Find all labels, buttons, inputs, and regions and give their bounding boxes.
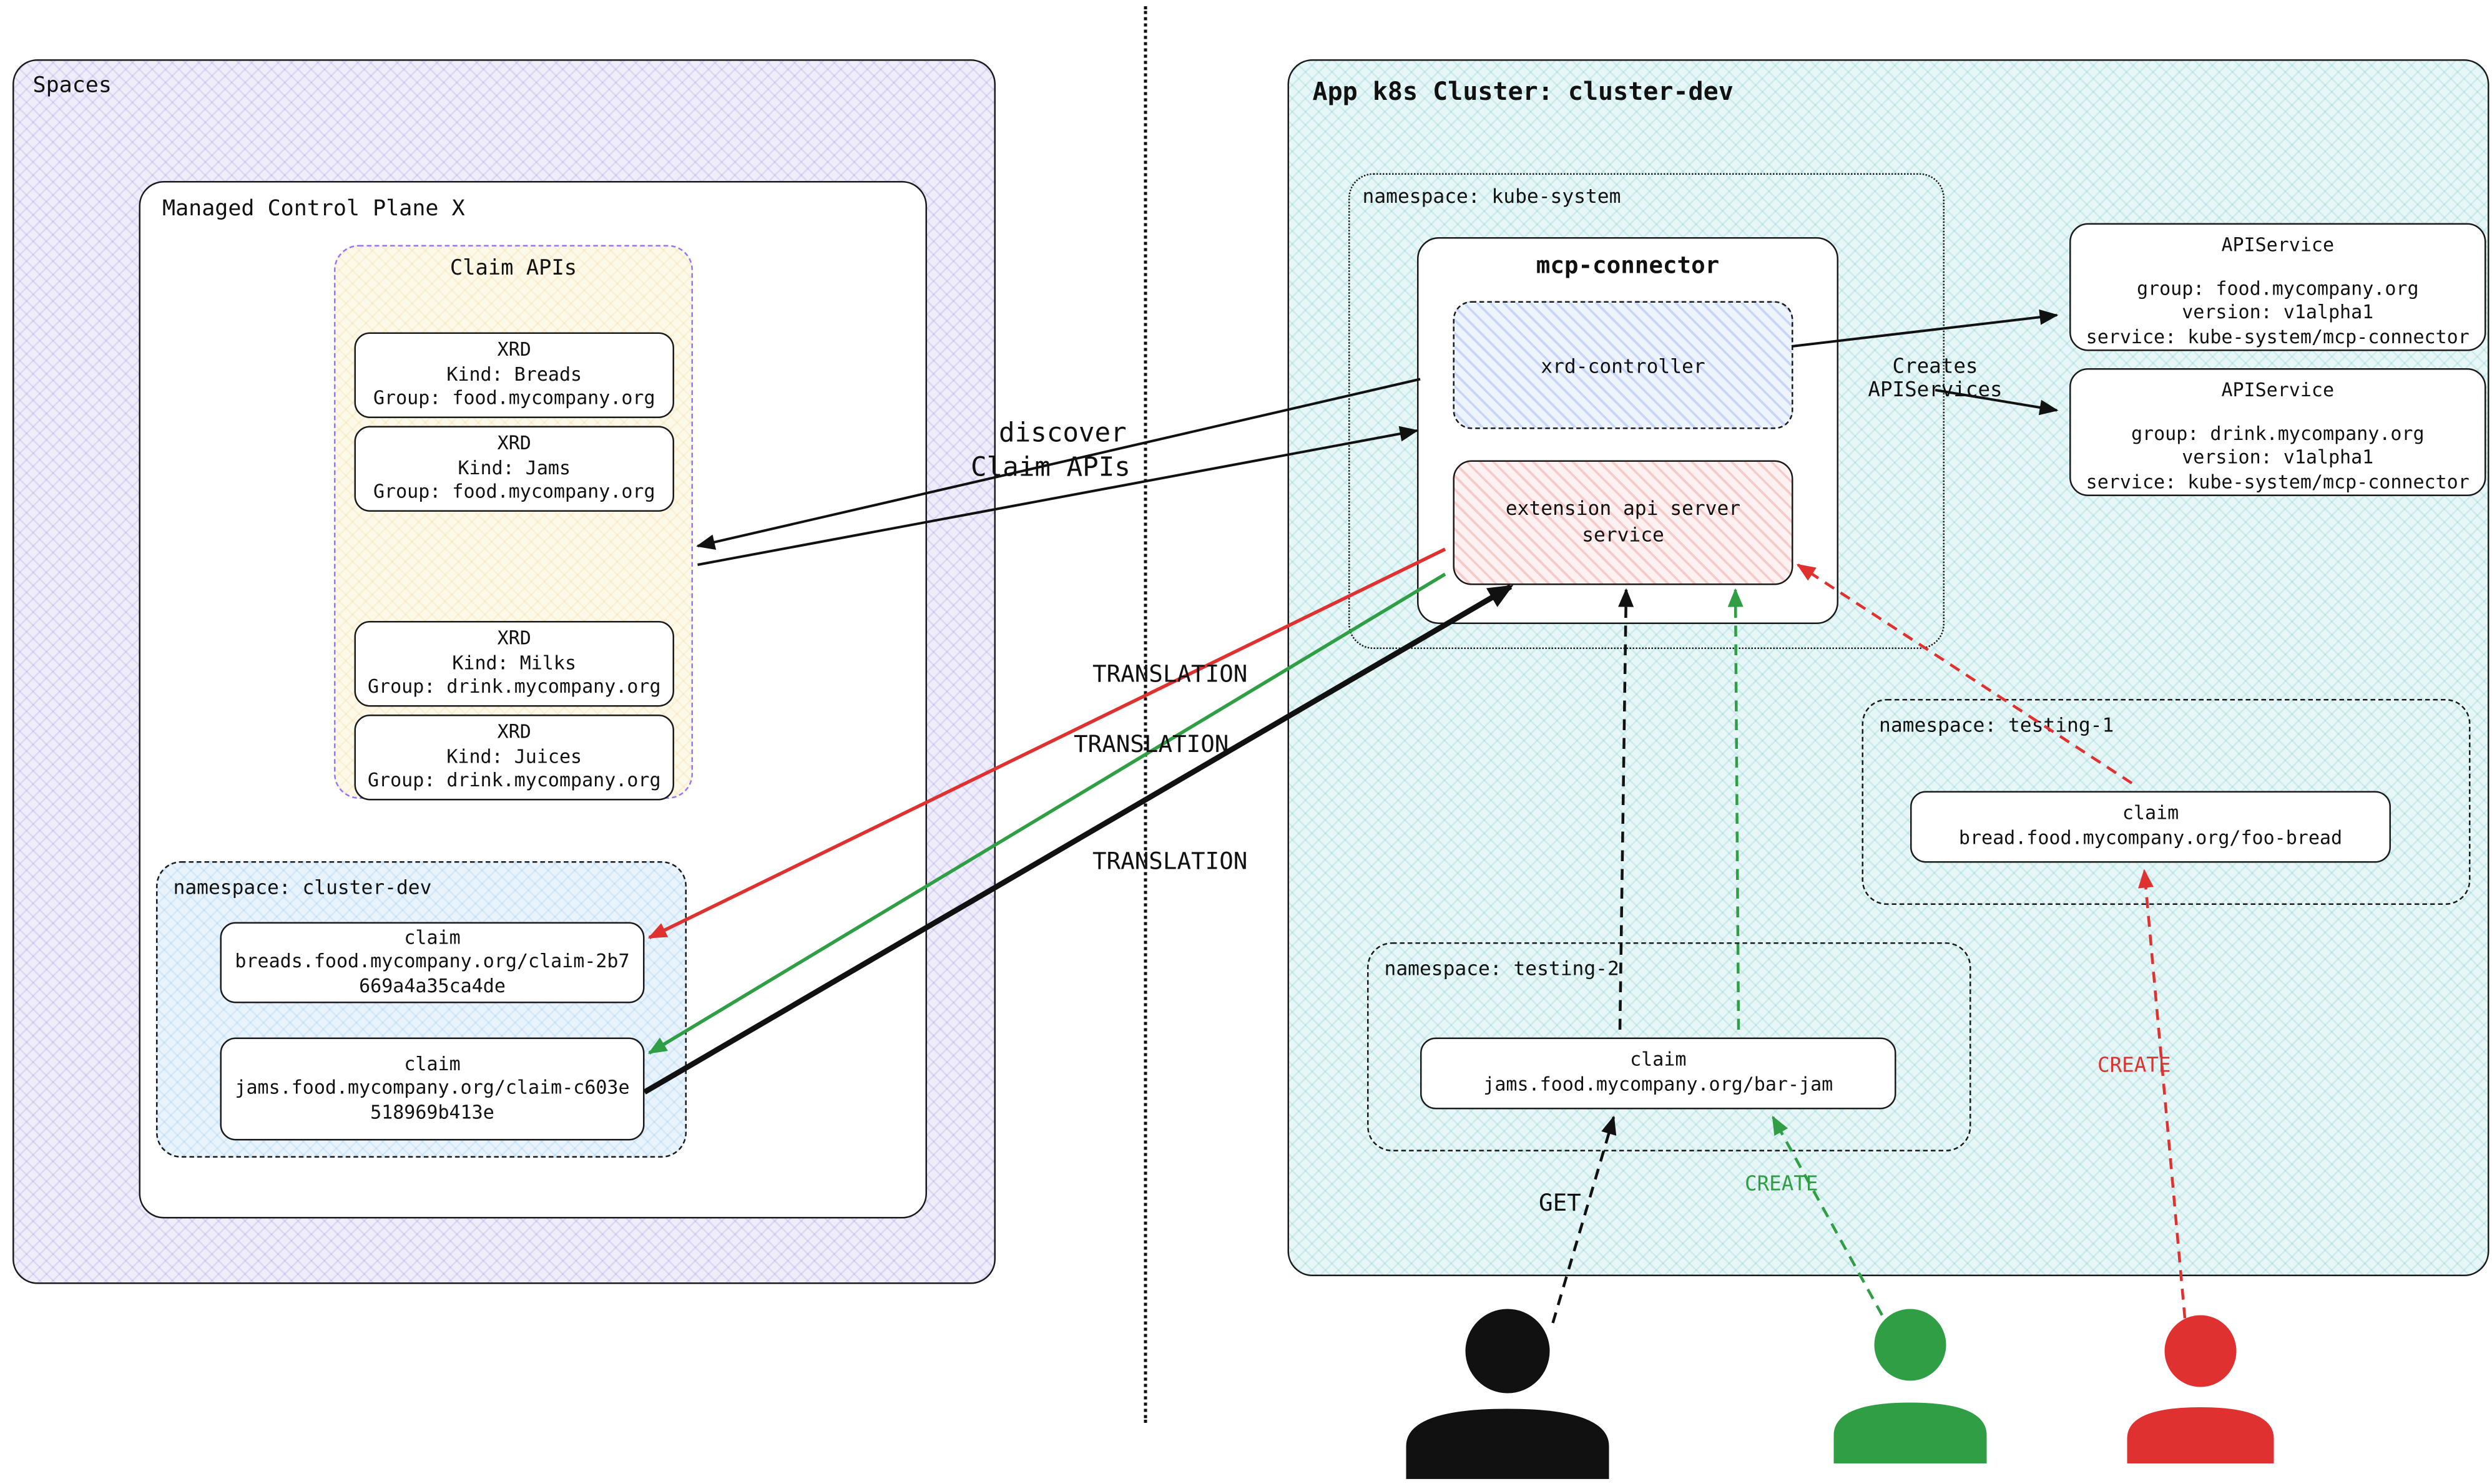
claim-title: claim [2122, 803, 2179, 825]
spaces-container: Spaces Managed Control Plane X Claim API… [12, 59, 996, 1284]
xrd-group: Group: drink.mycompany.org [367, 676, 661, 698]
apiservice-version: version: v1alpha1 [2182, 301, 2374, 323]
apiservice-title: APIService [2221, 234, 2335, 256]
cluster-box: App k8s Cluster: cluster-dev namespace: … [1287, 59, 2490, 1276]
mcp-connector-title: mcp-connector [1536, 251, 1720, 280]
extension-api-line2: service [1582, 522, 1664, 547]
apiservice-group: group: drink.mycompany.org [2131, 422, 2425, 444]
claim-title: claim [404, 1052, 461, 1075]
cluster-title: App k8s Cluster: cluster-dev [1312, 76, 1734, 107]
claim-title: claim [404, 926, 461, 949]
control-plane-title: Managed Control Plane X [162, 197, 465, 222]
xrd-controller-label: xrd-controller [1541, 353, 1705, 377]
namespace-cluster-dev-box: namespace: cluster-dev claim breads.food… [156, 861, 687, 1158]
apiservice-group: group: food.mycompany.org [2136, 276, 2419, 299]
create-label-green: CREATE [1745, 1173, 1818, 1197]
claim-name: breads.food.mycompany.org/claim-2b7669a4… [235, 950, 630, 997]
apiservice-version: version: v1alpha1 [2182, 446, 2374, 469]
extension-api-server-box: extension api server service [1453, 460, 1793, 585]
xrd-group: Group: food.mycompany.org [373, 481, 655, 503]
claim-apis-box: Claim APIs XRD Kind: Breads Group: food.… [334, 245, 693, 801]
xrd-group: Group: food.mycompany.org [373, 387, 655, 409]
apiservice-title: APIService [2221, 379, 2335, 401]
translation-label-3: TRANSLATION [1092, 847, 1248, 876]
xrd-card-milks: XRD Kind: Milks Group: drink.mycompany.o… [354, 621, 674, 707]
claim-card-bar-jam: claim jams.food.mycompany.org/bar-jam [1420, 1037, 1896, 1110]
xrd-kind: Kind: Breads [446, 363, 582, 385]
namespace-testing-2-box: namespace: testing-2 claim jams.food.myc… [1367, 942, 1971, 1151]
xrd-card-jams: XRD Kind: Jams Group: food.mycompany.org [354, 426, 674, 512]
namespace-testing-1-box: namespace: testing-1 claim bread.food.my… [1862, 699, 2471, 905]
translation-label-2: TRANSLATION [1074, 730, 1229, 758]
xrd-kind: Kind: Jams [458, 456, 571, 479]
create-label-red: CREATE [2097, 1055, 2171, 1078]
xrd-group: Group: drink.mycompany.org [367, 769, 661, 792]
apiservice-service: service: kube-system/mcp-connector [2086, 471, 2470, 493]
namespace-cluster-dev-label: namespace: cluster-dev [173, 875, 432, 899]
namespace-kube-system-box: namespace: kube-system mcp-connector xrd… [1348, 173, 1945, 649]
claim-card-breads: claim breads.food.mycompany.org/claim-2b… [220, 922, 645, 1003]
claim-card-jams: claim jams.food.mycompany.org/claim-c603… [220, 1037, 645, 1141]
namespace-testing-2-label: namespace: testing-2 [1384, 956, 1619, 980]
spaces-label: Spaces [32, 73, 112, 99]
xrd-kind: Kind: Juices [446, 745, 582, 768]
xrd-kind: Kind: Milks [452, 652, 577, 674]
claim-card-foo-bread: claim bread.food.mycompany.org/foo-bread [1910, 791, 2391, 863]
apiservice-card-food: APIService group: food.mycompany.org ver… [2069, 223, 2486, 351]
person-black-figure [1406, 1309, 1609, 1479]
xrd-title: XRD [497, 432, 531, 454]
xrd-title: XRD [497, 721, 531, 743]
xrd-card-breads: XRD Kind: Breads Group: food.mycompany.o… [354, 332, 674, 418]
claim-name: jams.food.mycompany.org/bar-jam [1483, 1073, 1833, 1095]
get-label: GET [1539, 1189, 1581, 1217]
translation-label-1: TRANSLATION [1092, 660, 1248, 688]
namespace-testing-1-label: namespace: testing-1 [1879, 713, 2114, 737]
apiservice-card-drink: APIService group: drink.mycompany.org ve… [2069, 368, 2486, 496]
divider-line [1144, 6, 1147, 1423]
control-plane-box: Managed Control Plane X Claim APIs XRD K… [139, 181, 927, 1219]
xrd-card-juices: XRD Kind: Juices Group: drink.mycompany.… [354, 715, 674, 801]
creates-apiservices-label: Creates APIServices [1868, 356, 2003, 403]
xrd-title: XRD [497, 627, 531, 650]
claim-name: jams.food.mycompany.org/claim-c603e51896… [235, 1076, 630, 1123]
claim-apis-title: Claim APIs [449, 256, 577, 281]
discover-label-line2: Claim APIs [971, 452, 1131, 484]
claim-name: bread.food.mycompany.org/foo-bread [1958, 827, 2343, 849]
apiservice-service: service: kube-system/mcp-connector [2086, 325, 2470, 348]
namespace-kube-system-label: namespace: kube-system [1362, 184, 1621, 208]
person-green-figure [1833, 1309, 1987, 1463]
discover-label-line1: discover [999, 418, 1127, 449]
extension-api-line1: extension api server [1505, 496, 1741, 520]
xrd-controller-box: xrd-controller [1453, 301, 1793, 429]
claim-title: claim [1630, 1049, 1687, 1072]
xrd-title: XRD [497, 338, 531, 361]
person-red-figure [2127, 1315, 2274, 1463]
mcp-connector-box: mcp-connector xrd-controller extension a… [1417, 237, 1838, 624]
